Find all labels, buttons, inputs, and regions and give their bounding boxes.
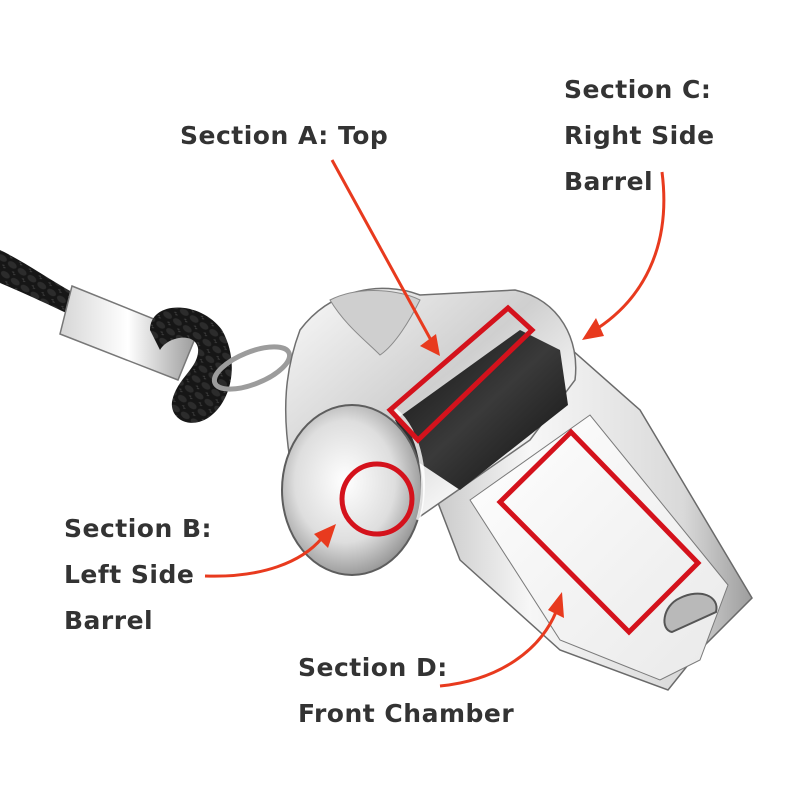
section-a-label: Section A: Top bbox=[180, 113, 388, 159]
whistle-icon bbox=[281, 287, 753, 691]
whistle-slot bbox=[663, 592, 718, 634]
arrow-icon bbox=[204, 524, 336, 578]
section-c-line-3: Barrel bbox=[564, 167, 654, 196]
section-b-line-1: Section B: bbox=[64, 514, 213, 543]
lanyard-loop bbox=[150, 307, 232, 423]
section-c-line-2: Right Side bbox=[564, 121, 715, 150]
whistle-top-notch bbox=[329, 290, 421, 356]
section-b-line-2: Left Side bbox=[64, 560, 195, 589]
arrow-icon bbox=[582, 171, 666, 340]
section-b-line-3: Barrel bbox=[64, 606, 154, 635]
section-c-label: Section C: Right Side Barrel bbox=[564, 67, 715, 205]
section-d-label: Section D: Front Chamber bbox=[298, 645, 514, 737]
callout-arrows bbox=[204, 159, 666, 688]
section-a-line-1: Section A: Top bbox=[180, 121, 389, 150]
lanyard-cord bbox=[0, 250, 86, 322]
whistle-front-face bbox=[469, 414, 729, 681]
arrow-icon bbox=[330, 159, 440, 356]
left-side-circle bbox=[339, 461, 415, 537]
whistle-end-cap bbox=[281, 404, 423, 576]
whistle-rim-highlight bbox=[393, 408, 425, 521]
whistle-mouth-band bbox=[395, 330, 568, 490]
key-ring bbox=[211, 344, 293, 392]
section-c-line-1: Section C: bbox=[564, 75, 712, 104]
lanyard-icon bbox=[0, 250, 293, 423]
top-rectangle bbox=[386, 304, 536, 444]
section-d-line-1: Section D: bbox=[298, 653, 448, 682]
highlight-markers bbox=[339, 304, 702, 636]
section-d-line-2: Front Chamber bbox=[298, 699, 515, 728]
front-chamber-rectangle bbox=[496, 428, 702, 636]
section-b-label: Section B: Left Side Barrel bbox=[64, 506, 212, 644]
arrow-icon bbox=[439, 592, 564, 688]
